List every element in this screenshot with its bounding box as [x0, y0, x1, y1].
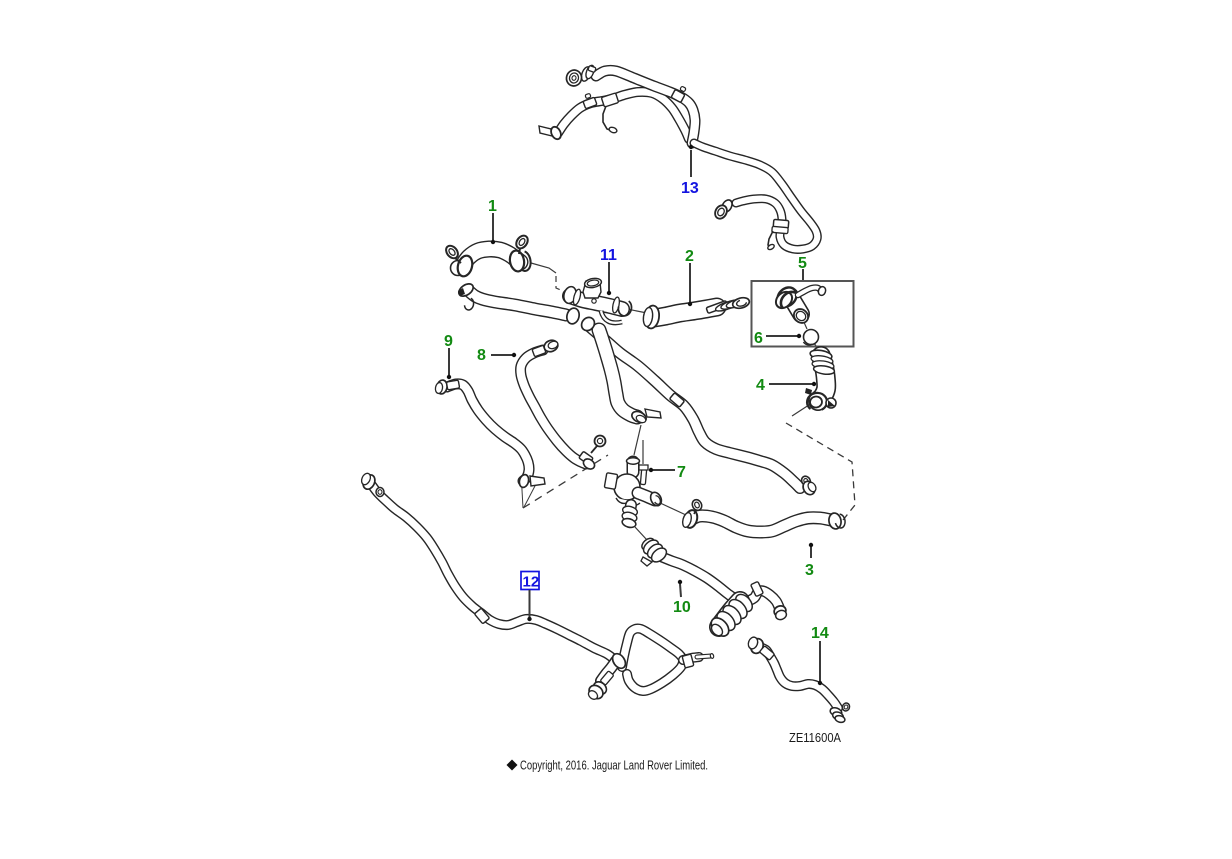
svg-text:ZE11600A: ZE11600A	[789, 731, 842, 745]
svg-text:14: 14	[811, 625, 829, 642]
svg-text:6: 6	[754, 330, 763, 347]
svg-text:2: 2	[685, 248, 694, 265]
svg-text:12: 12	[523, 574, 540, 591]
svg-text:Copyright, 2016. Jaguar Land R: Copyright, 2016. Jaguar Land Rover Limit…	[520, 759, 708, 773]
svg-text:1: 1	[488, 198, 497, 215]
svg-text:10: 10	[673, 599, 691, 616]
svg-text:11: 11	[600, 247, 617, 264]
svg-text:4: 4	[756, 377, 765, 394]
svg-text:13: 13	[681, 180, 699, 197]
svg-text:8: 8	[477, 347, 486, 364]
svg-text:3: 3	[805, 562, 814, 579]
svg-text:9: 9	[444, 333, 453, 350]
svg-text:5: 5	[798, 255, 807, 272]
svg-text:7: 7	[677, 464, 686, 481]
